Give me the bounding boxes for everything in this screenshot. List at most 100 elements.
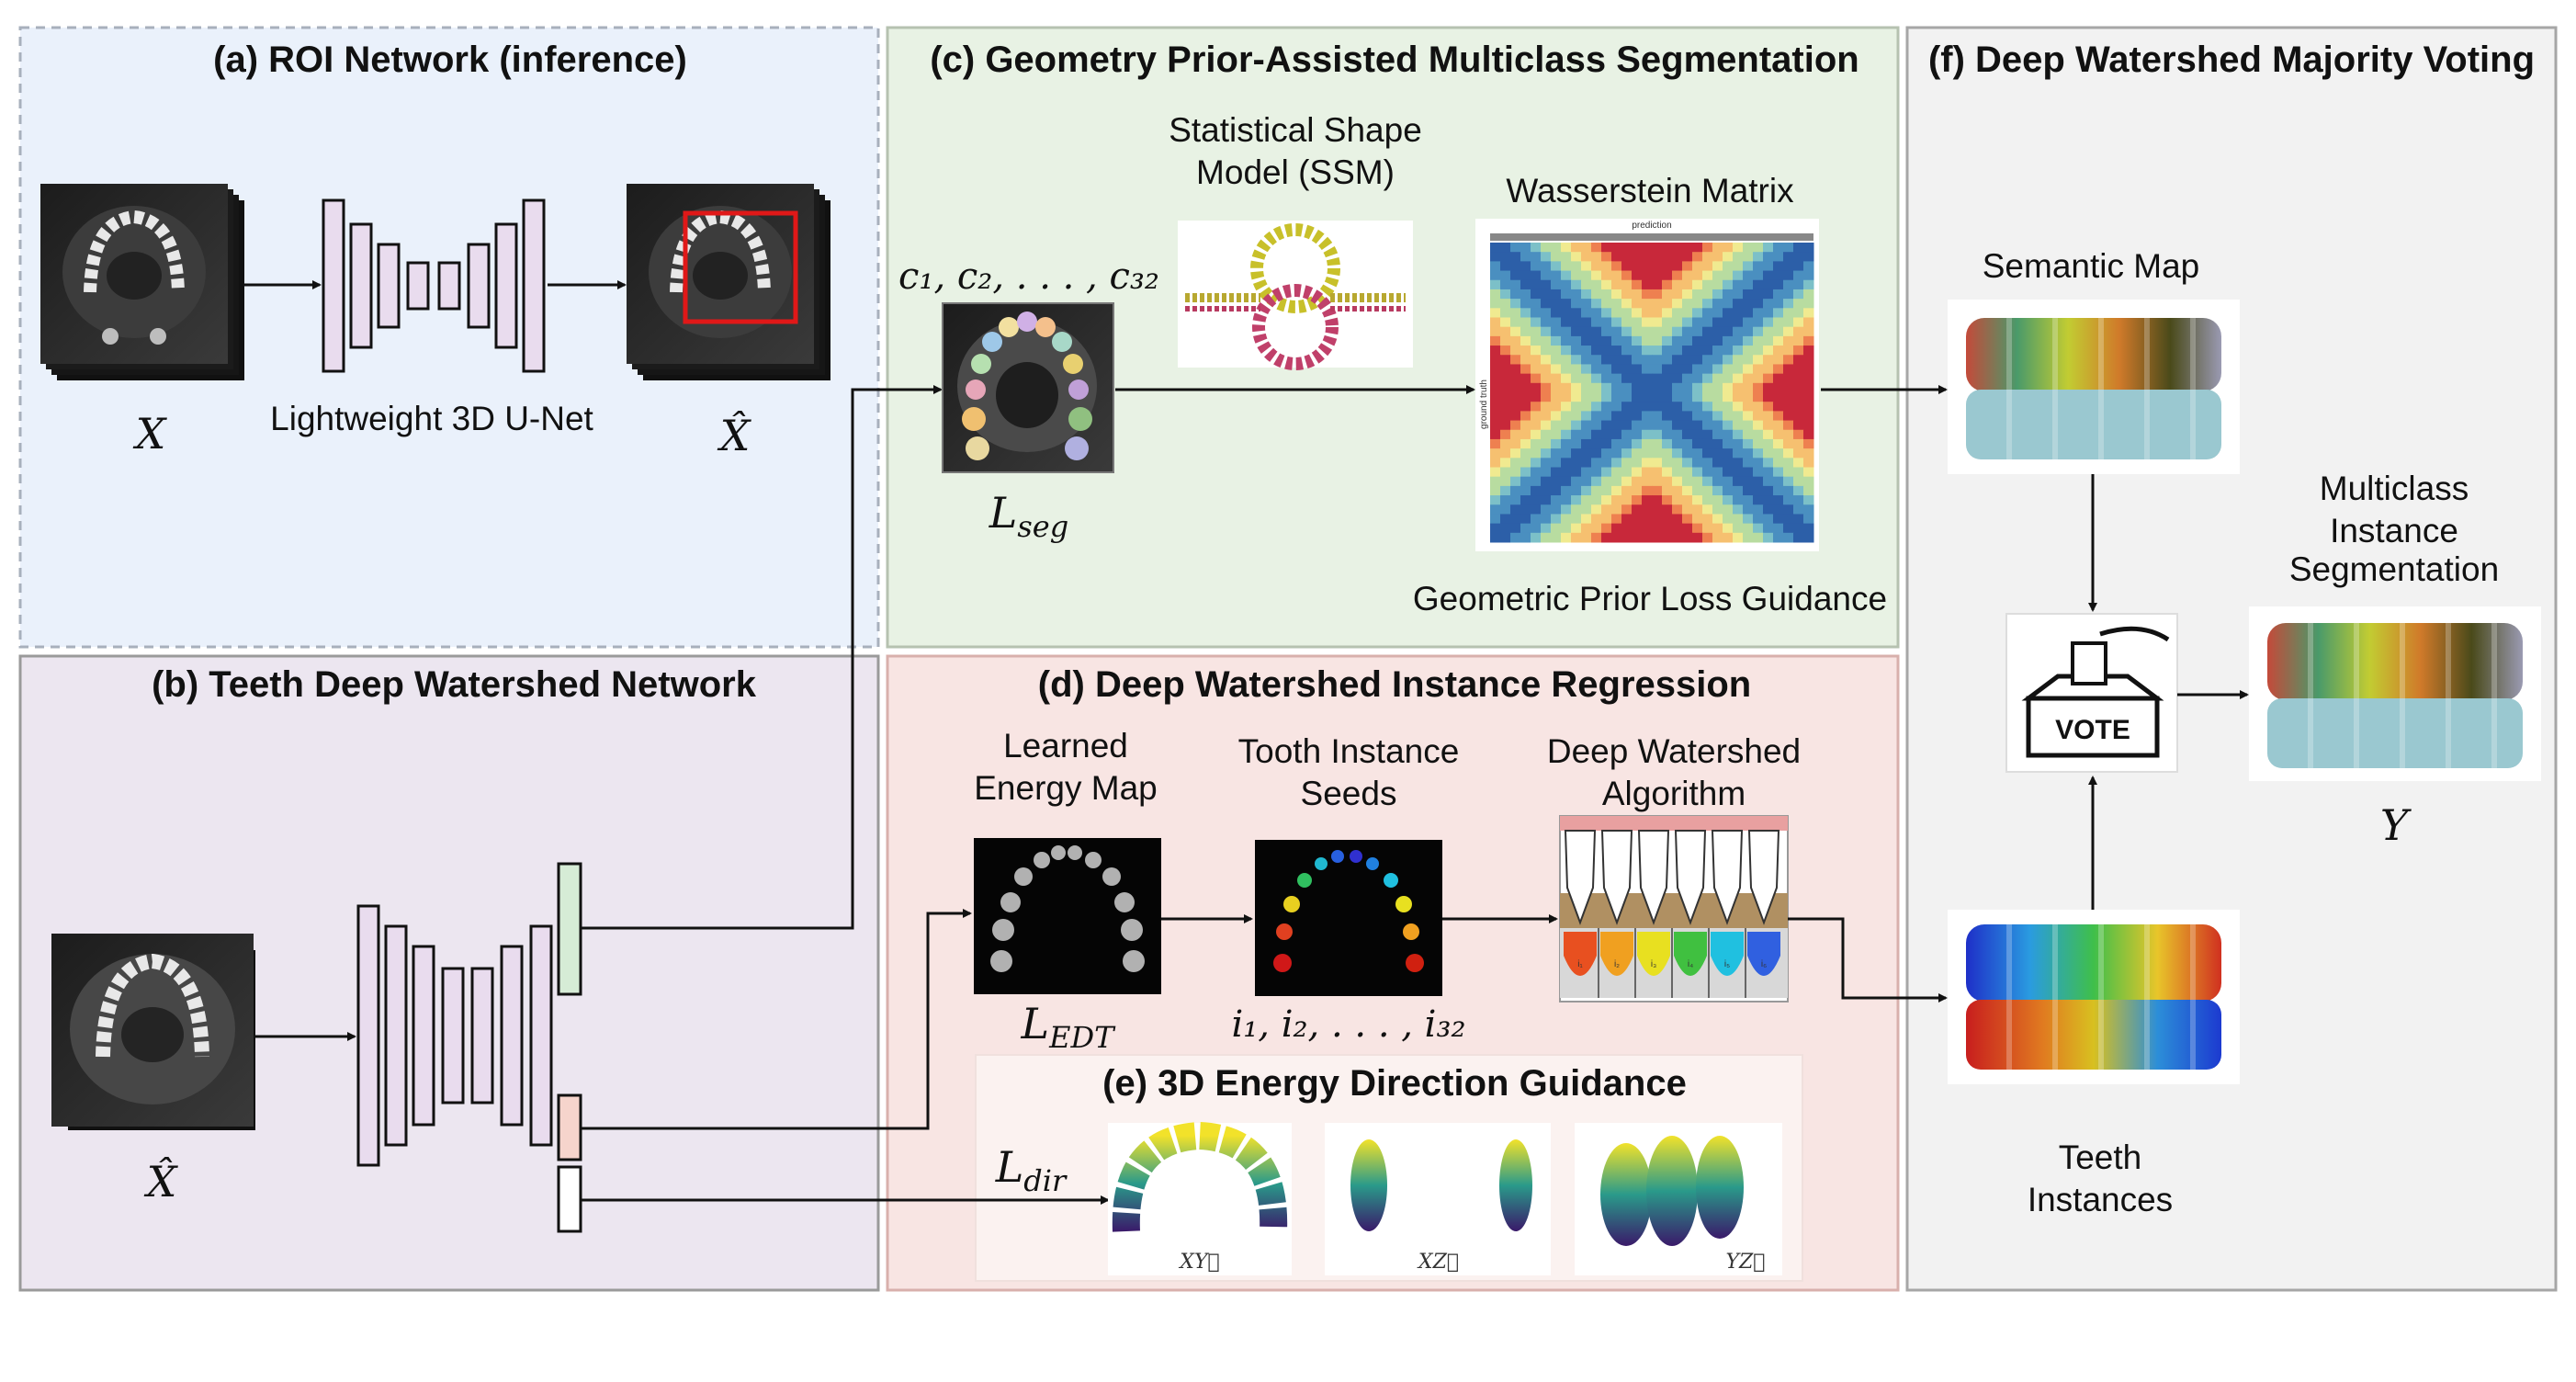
matrix-cell bbox=[1621, 420, 1633, 431]
matrix-cell bbox=[1672, 523, 1683, 534]
matrix-cell bbox=[1591, 523, 1602, 534]
matrix-cell bbox=[1672, 317, 1683, 328]
matrix-cell bbox=[1591, 326, 1602, 337]
matrix-cell bbox=[1723, 532, 1734, 543]
matrix-cell bbox=[1621, 289, 1633, 300]
matrix-cell bbox=[1803, 448, 1814, 459]
matrix-cell bbox=[1793, 335, 1804, 346]
matrix-cell bbox=[1682, 279, 1693, 290]
matrix-cell bbox=[1571, 355, 1582, 365]
matrix-cell bbox=[1682, 270, 1693, 281]
matrix-cell bbox=[1601, 299, 1612, 309]
matrix-cell bbox=[1621, 355, 1633, 365]
matrix-cell bbox=[1632, 485, 1643, 496]
matrix-cell bbox=[1662, 429, 1673, 440]
matrix-cell bbox=[1551, 448, 1562, 459]
matrix-cell bbox=[1652, 429, 1663, 440]
matrix-cell bbox=[1621, 402, 1633, 412]
matrix-cell bbox=[1723, 382, 1734, 393]
matrix-cell bbox=[1753, 523, 1764, 534]
matrix-cell bbox=[1601, 373, 1612, 384]
matrix-cell bbox=[1561, 420, 1572, 431]
matrix-cell bbox=[1581, 346, 1592, 356]
matrix-cell bbox=[1531, 392, 1542, 402]
matrix-cell bbox=[1531, 279, 1542, 290]
matrix-cell bbox=[1551, 243, 1562, 253]
matrix-cell bbox=[1702, 308, 1713, 318]
matrix-cell bbox=[1672, 411, 1683, 422]
matrix-cell bbox=[1773, 458, 1784, 468]
matrix-cell bbox=[1601, 392, 1612, 402]
matrix-cell bbox=[1682, 252, 1693, 262]
matrix-cell bbox=[1783, 261, 1794, 272]
matrix-cell bbox=[1753, 532, 1764, 543]
matrix-cell bbox=[1743, 467, 1754, 478]
matrix-cell bbox=[1520, 261, 1531, 272]
matrix-cell bbox=[1571, 429, 1582, 440]
matrix-cell bbox=[1632, 392, 1643, 402]
matrix-cell bbox=[1561, 270, 1572, 281]
matrix-cell bbox=[1743, 261, 1754, 272]
matrix-cell bbox=[1581, 373, 1592, 384]
matrix-cell bbox=[1621, 346, 1633, 356]
matrix-cell bbox=[1531, 532, 1542, 543]
matrix-cell bbox=[1773, 335, 1784, 346]
matrix-cell bbox=[1793, 504, 1804, 515]
matrix-cell bbox=[1692, 335, 1703, 346]
matrix-cell bbox=[1611, 326, 1622, 337]
matrix-cell bbox=[1642, 308, 1653, 318]
matrix-cell bbox=[1763, 270, 1774, 281]
matrix-cell bbox=[1561, 523, 1572, 534]
matrix-cell bbox=[1783, 326, 1794, 337]
matrix-cell bbox=[1682, 335, 1693, 346]
matrix-cell bbox=[1662, 270, 1673, 281]
matrix-cell bbox=[1712, 382, 1723, 393]
matrix-cell bbox=[1733, 392, 1744, 402]
matrix-cell bbox=[1783, 438, 1794, 449]
matrix-cell bbox=[1702, 317, 1713, 328]
matrix-cell bbox=[1702, 261, 1713, 272]
matrix-cell bbox=[1773, 467, 1784, 478]
matrix-cell bbox=[1763, 485, 1774, 496]
matrix-cell bbox=[1763, 289, 1774, 300]
matrix-cell bbox=[1773, 429, 1784, 440]
matrix-cell bbox=[1520, 504, 1531, 515]
matrix-cell bbox=[1520, 355, 1531, 365]
matrix-cell bbox=[1783, 243, 1794, 253]
matrix-cell bbox=[1531, 346, 1542, 356]
matrix-cell bbox=[1611, 467, 1622, 478]
matrix-cell bbox=[1621, 392, 1633, 402]
matrix-cell bbox=[1682, 485, 1693, 496]
matrix-cell bbox=[1541, 270, 1552, 281]
matrix-cell bbox=[1702, 252, 1713, 262]
matrix-cell bbox=[1763, 411, 1774, 422]
matrix-cell bbox=[1672, 252, 1683, 262]
matrix-cell bbox=[1672, 289, 1683, 300]
matrix-cell bbox=[1652, 448, 1663, 459]
matrix-cell bbox=[1642, 532, 1653, 543]
matrix-cell bbox=[1803, 458, 1814, 468]
matrix-cell bbox=[1551, 392, 1562, 402]
matrix-cell bbox=[1733, 243, 1744, 253]
matrix-cell bbox=[1793, 495, 1804, 505]
matrix-cell bbox=[1783, 346, 1794, 356]
matrix-cell bbox=[1723, 429, 1734, 440]
matrix-cell bbox=[1561, 355, 1572, 365]
matrix-cell bbox=[1712, 279, 1723, 290]
matrix-cell bbox=[1632, 373, 1643, 384]
matrix-cell bbox=[1520, 243, 1531, 253]
matrix-cell bbox=[1561, 326, 1572, 337]
matrix-cell bbox=[1803, 289, 1814, 300]
matrix-cell bbox=[1743, 243, 1754, 253]
matrix-cell bbox=[1793, 382, 1804, 393]
matrix-cell bbox=[1531, 448, 1542, 459]
matrix-cell bbox=[1692, 346, 1703, 356]
matrix-cell bbox=[1652, 308, 1663, 318]
matrix-cell bbox=[1642, 252, 1653, 262]
matrix-cell bbox=[1712, 420, 1723, 431]
matrix-cell bbox=[1733, 299, 1744, 309]
matrix-cell bbox=[1783, 317, 1794, 328]
matrix-cell bbox=[1510, 523, 1521, 534]
matrix-cell bbox=[1541, 252, 1552, 262]
matrix-cell bbox=[1581, 514, 1592, 525]
